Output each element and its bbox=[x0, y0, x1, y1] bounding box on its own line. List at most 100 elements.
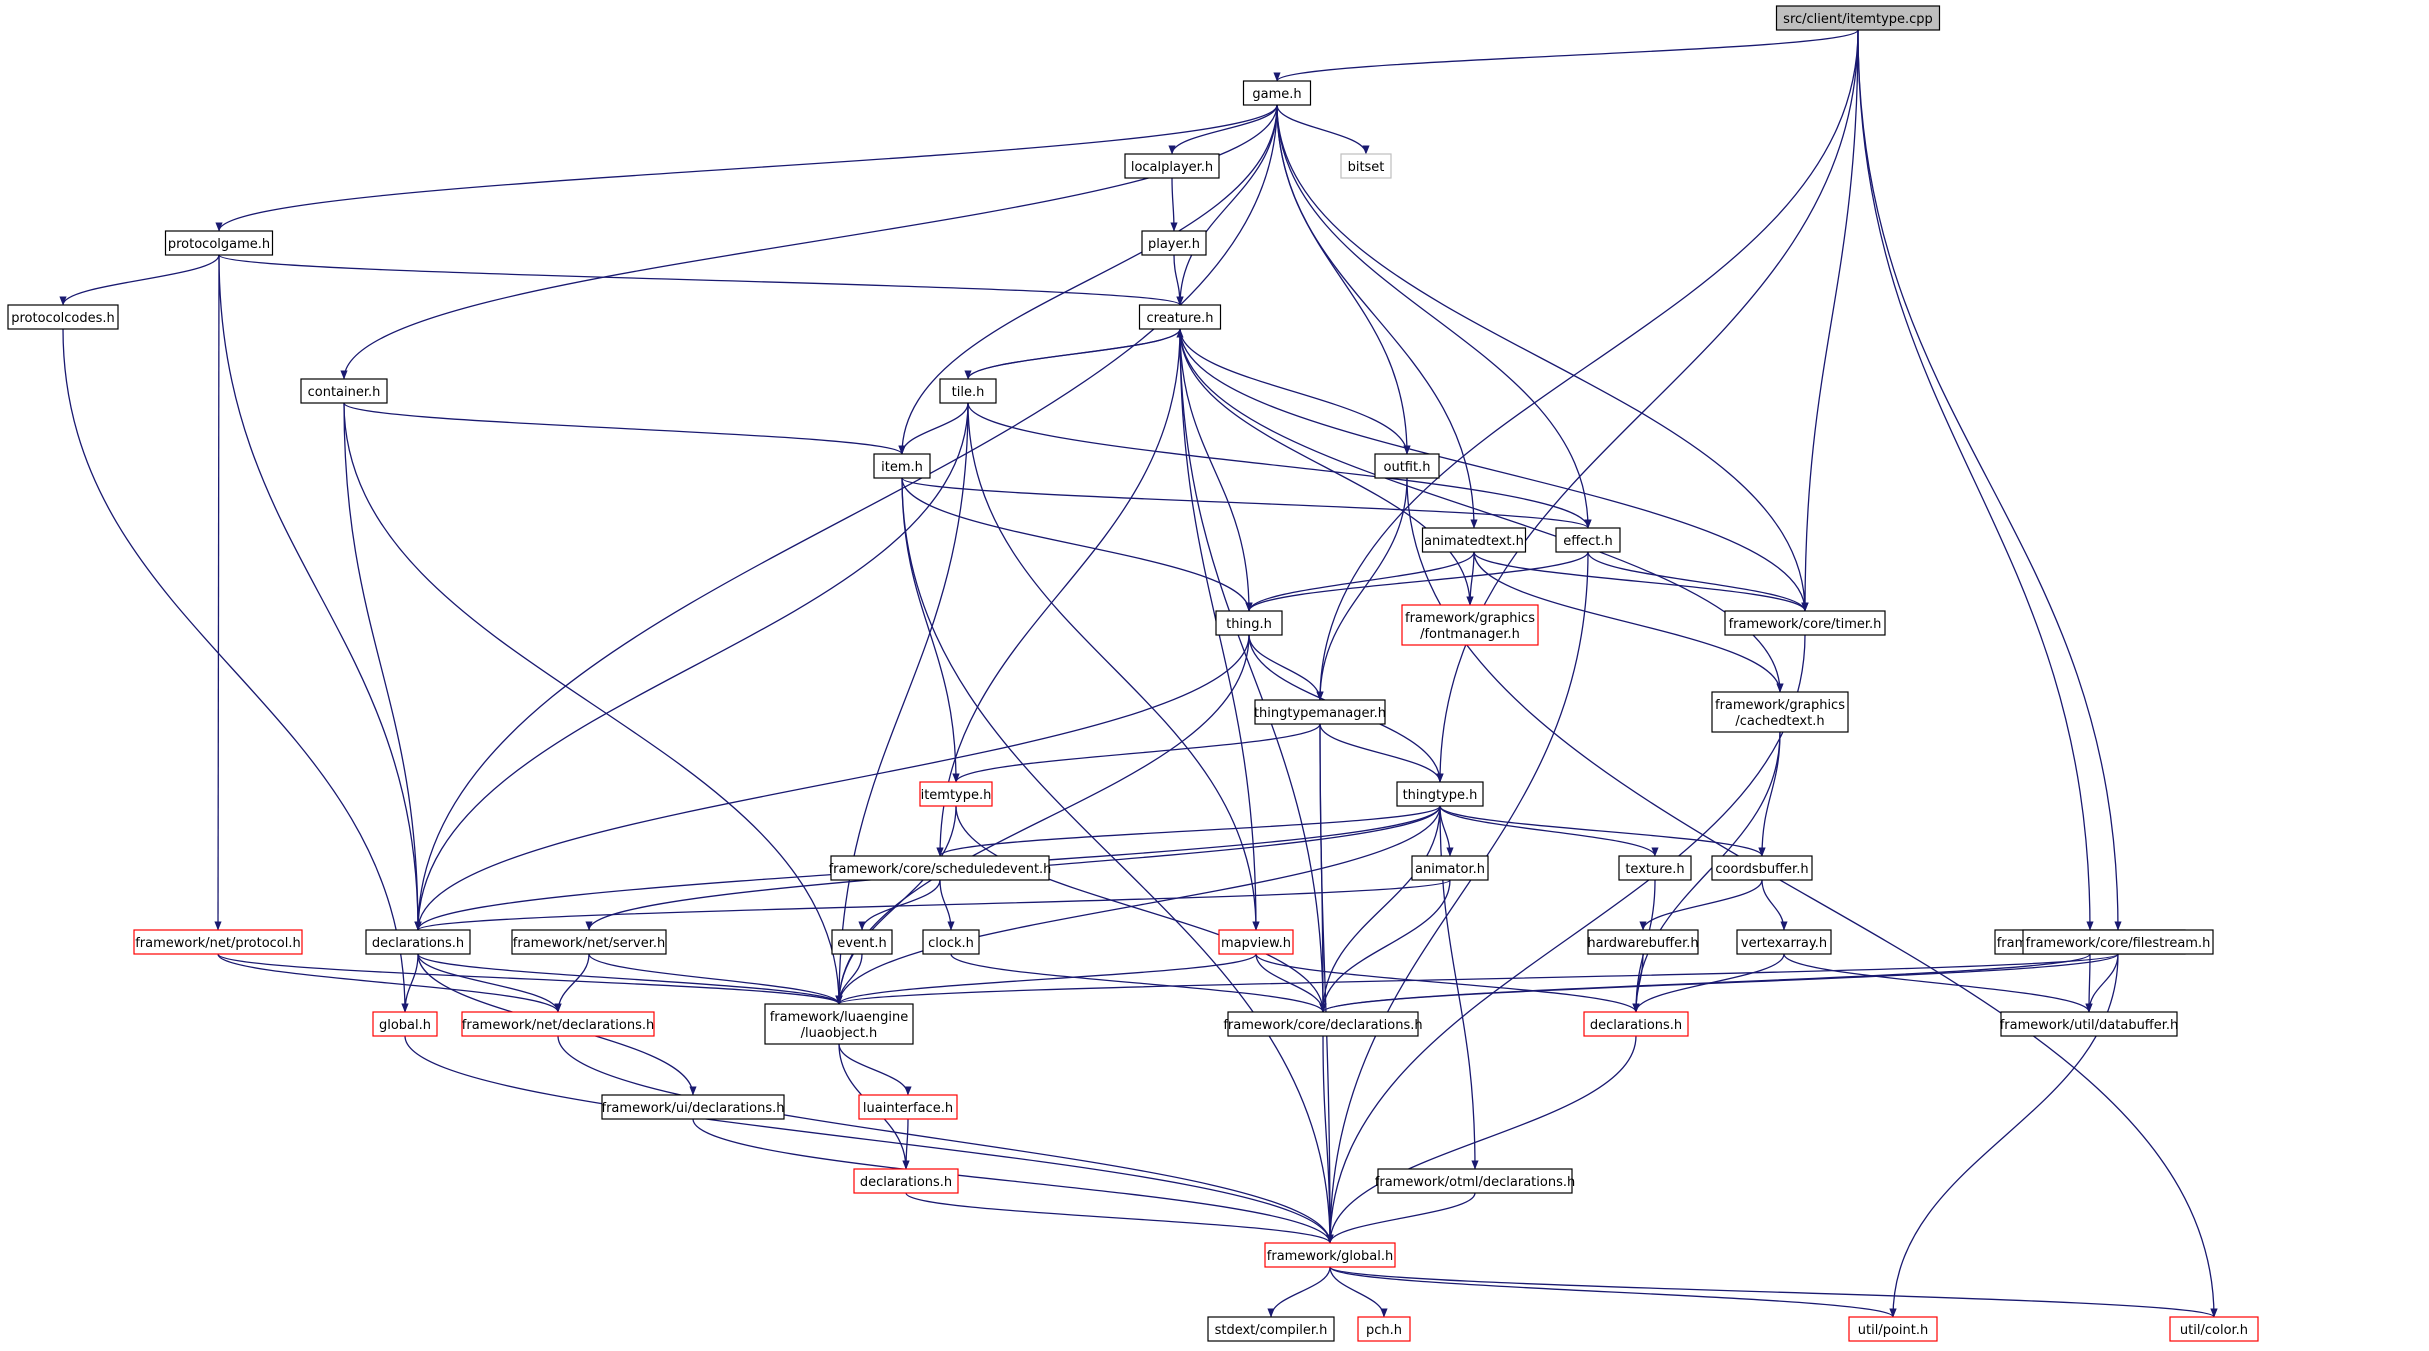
node-box bbox=[372, 1011, 438, 1037]
node-localplayer-h[interactable]: localplayer.h bbox=[1124, 153, 1220, 179]
node-fw-global-h[interactable]: framework/global.h bbox=[1264, 1242, 1396, 1268]
node-thingtype-h[interactable]: thingtype.h bbox=[1396, 781, 1484, 807]
node-box bbox=[764, 1003, 914, 1045]
edge-coordsbuffer-h-to-hardwarebuffer-h bbox=[1639, 879, 1763, 931]
node-animator-h[interactable]: animator.h bbox=[1411, 855, 1489, 881]
node-box bbox=[300, 378, 388, 404]
node-animatedtext-h[interactable]: animatedtext.h bbox=[1421, 527, 1527, 553]
edge-thingtype-h-to-coordsbuffer-h bbox=[1439, 805, 1766, 857]
node-label: stdext/compiler.h bbox=[1215, 1323, 1328, 1338]
node-box bbox=[1227, 1011, 1419, 1037]
node-declarations-h-graphics[interactable]: declarations.h bbox=[1583, 1011, 1689, 1037]
node-ui-declarations-h[interactable]: framework/ui/declarations.h bbox=[601, 1094, 785, 1120]
node-box bbox=[1377, 1168, 1573, 1194]
edge-itemtype-cpp-to-filestream-h bbox=[1857, 29, 2122, 931]
node-fontmanager-h[interactable]: framework/graphics/fontmanager.h bbox=[1401, 604, 1539, 646]
node-protocolcodes-h[interactable]: protocolcodes.h bbox=[7, 304, 119, 330]
node-scheduledevent-h[interactable]: framework/core/scheduledevent.h bbox=[829, 855, 1052, 881]
node-effect-h[interactable]: effect.h bbox=[1555, 527, 1621, 553]
node-creature-h[interactable]: creature.h bbox=[1138, 304, 1222, 330]
node-thing-h[interactable]: thing.h bbox=[1215, 610, 1283, 636]
edge-animatedtext-h-to-fontmanager-h bbox=[1466, 551, 1475, 606]
node-label: util/point.h bbox=[1858, 1323, 1928, 1338]
edge-creature-h-to-scheduledevent-h bbox=[936, 328, 1181, 857]
node-label: player.h bbox=[1148, 237, 1200, 252]
node-timer-h[interactable]: framework/core/timer.h bbox=[1724, 610, 1886, 636]
edge-declarations-h-lua-to-fw-global-h bbox=[905, 1192, 1334, 1244]
node-pch-h[interactable]: pch.h bbox=[1357, 1316, 1411, 1342]
node-filestream-h[interactable]: framework/core/filestream.h bbox=[2022, 929, 2214, 955]
edge-thingtypemanager-h-to-thingtype-h bbox=[1319, 723, 1444, 783]
node-item-h[interactable]: item.h bbox=[873, 453, 931, 479]
node-util-color-h[interactable]: util/color.h bbox=[2169, 1316, 2259, 1342]
node-box bbox=[1242, 80, 1312, 106]
edge-item-h-to-itemtype-h bbox=[901, 477, 960, 783]
node-mapview-h[interactable]: mapview.h bbox=[1218, 929, 1294, 955]
node-box bbox=[601, 1094, 785, 1120]
node-itemtype-h[interactable]: itemtype.h bbox=[919, 781, 993, 807]
node-box bbox=[1618, 855, 1692, 881]
node-label: coordsbuffer.h bbox=[1715, 862, 1808, 877]
edge-animatedtext-h-to-cachedtext-h bbox=[1473, 551, 1784, 693]
node-coordsbuffer-h[interactable]: coordsbuffer.h bbox=[1711, 855, 1813, 881]
node-cachedtext-h[interactable]: framework/graphics/cachedtext.h bbox=[1711, 691, 1849, 733]
edge-thingtype-h-to-luaobject-h bbox=[835, 805, 1441, 1005]
edge-itemtype-cpp-to-game-h bbox=[1273, 29, 1859, 82]
node-container-h[interactable]: container.h bbox=[300, 378, 388, 404]
node-luaobject-h[interactable]: framework/luaengine/luaobject.h bbox=[764, 1003, 914, 1045]
edge-itemtype-cpp-to-binarytree-h bbox=[1857, 29, 2094, 931]
node-bitset[interactable]: bitset bbox=[1340, 153, 1392, 179]
node-databuffer-h[interactable]: framework/util/databuffer.h bbox=[2000, 1011, 2179, 1037]
node-label: item.h bbox=[881, 460, 923, 475]
edge-tile-h-to-luaobject-h bbox=[835, 402, 969, 1005]
node-hardwarebuffer-h[interactable]: hardwarebuffer.h bbox=[1587, 929, 1699, 955]
node-game-h[interactable]: game.h bbox=[1242, 80, 1312, 106]
node-stdext-compiler-h[interactable]: stdext/compiler.h bbox=[1207, 1316, 1335, 1342]
node-tile-h[interactable]: tile.h bbox=[939, 378, 997, 404]
node-net-server-h[interactable]: framework/net/server.h bbox=[511, 929, 667, 955]
node-box bbox=[1340, 153, 1392, 179]
node-declarations-h-client[interactable]: declarations.h bbox=[365, 929, 471, 955]
node-core-declarations-h[interactable]: framework/core/declarations.h bbox=[1223, 1011, 1423, 1037]
node-label: thingtypemanager.h bbox=[1254, 706, 1386, 721]
node-texture-h[interactable]: texture.h bbox=[1618, 855, 1692, 881]
node-player-h[interactable]: player.h bbox=[1141, 230, 1207, 256]
node-label: framework/net/declarations.h bbox=[462, 1018, 654, 1033]
node-outfit-h[interactable]: outfit.h bbox=[1374, 453, 1440, 479]
node-net-declarations-h[interactable]: framework/net/declarations.h bbox=[461, 1011, 655, 1037]
edge-thingtype-h-to-texture-h bbox=[1439, 805, 1659, 857]
node-box bbox=[1775, 5, 1941, 31]
node-net-protocol-h[interactable]: framework/net/protocol.h bbox=[133, 929, 303, 955]
node-vertexarray-h[interactable]: vertexarray.h bbox=[1736, 929, 1832, 955]
node-label: itemtype.h bbox=[921, 788, 992, 803]
node-event-h[interactable]: event.h bbox=[831, 929, 893, 955]
node-label: mapview.h bbox=[1221, 936, 1291, 951]
edge-tile-h-to-effect-h bbox=[967, 402, 1592, 529]
node-box bbox=[1374, 453, 1440, 479]
node-box bbox=[1396, 781, 1484, 807]
node-protocolgame-h[interactable]: protocolgame.h bbox=[164, 230, 274, 256]
node-otml-declarations-h[interactable]: framework/otml/declarations.h bbox=[1375, 1168, 1575, 1194]
node-label: outfit.h bbox=[1384, 460, 1431, 475]
node-box bbox=[1421, 527, 1527, 553]
node-label: src/client/itemtype.cpp bbox=[1783, 12, 1933, 27]
node-global-h-client[interactable]: global.h bbox=[372, 1011, 438, 1037]
edge-animator-h-to-core-declarations-h bbox=[1319, 879, 1451, 1013]
edge-fw-global-h-to-util-color-h bbox=[1329, 1266, 2218, 1318]
node-clock-h[interactable]: clock.h bbox=[922, 929, 980, 955]
node-box bbox=[1711, 855, 1813, 881]
node-declarations-h-lua[interactable]: declarations.h bbox=[853, 1168, 959, 1194]
node-thingtypemanager-h[interactable]: thingtypemanager.h bbox=[1254, 699, 1386, 725]
node-util-point-h[interactable]: util/point.h bbox=[1848, 1316, 1938, 1342]
edge-itemtype-cpp-to-timer-h bbox=[1801, 29, 1859, 612]
node-label: protocolcodes.h bbox=[11, 311, 115, 326]
node-box bbox=[511, 929, 667, 955]
node-label: clock.h bbox=[928, 936, 974, 951]
node-label: animator.h bbox=[1415, 862, 1485, 877]
node-luainterface-h[interactable]: luainterface.h bbox=[858, 1094, 958, 1120]
node-itemtype-cpp[interactable]: src/client/itemtype.cpp bbox=[1775, 5, 1941, 31]
edge-item-h-to-thing-h bbox=[901, 477, 1253, 612]
node-box bbox=[2022, 929, 2214, 955]
edge-tile-h-to-creature-h bbox=[967, 328, 1184, 380]
edge-game-h-to-container-h bbox=[340, 104, 1278, 380]
